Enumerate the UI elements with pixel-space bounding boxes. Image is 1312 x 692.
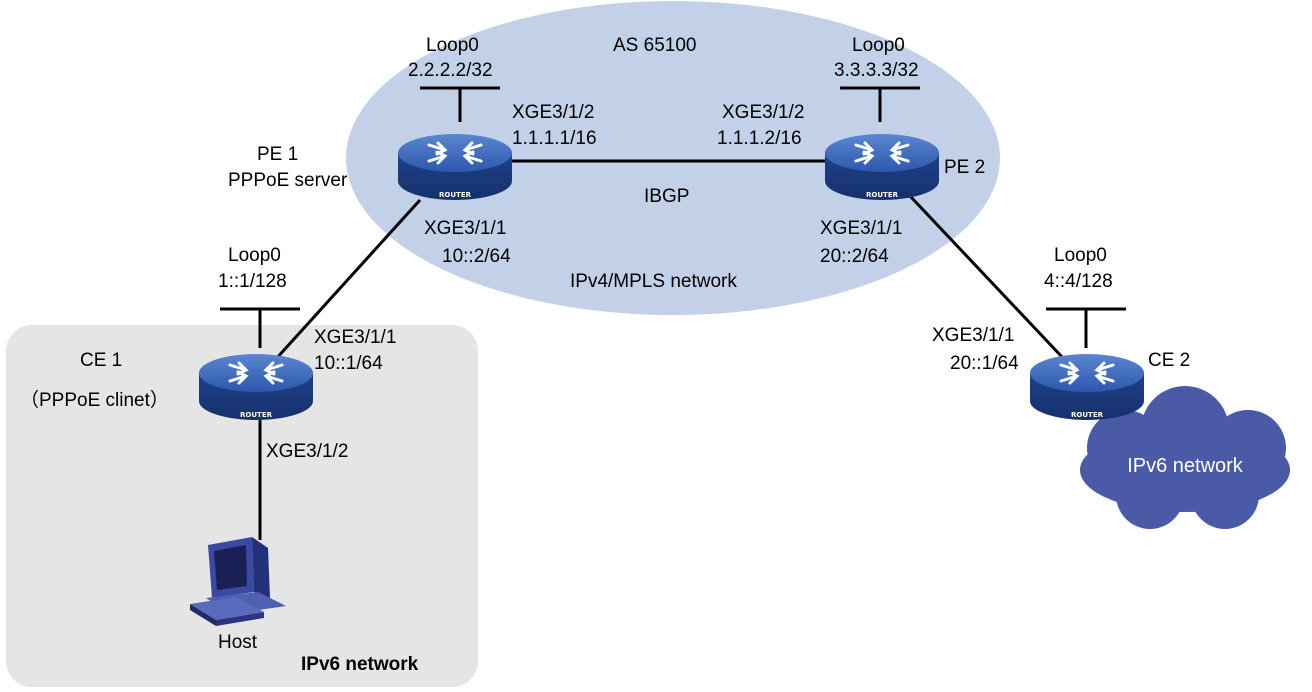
- router-badge: ROUTER: [1071, 411, 1104, 419]
- link-pe2-ce2: [908, 194, 1065, 360]
- host-label: Host: [218, 632, 258, 653]
- host-pc-icon: [190, 537, 286, 626]
- router-icon-ce2: ROUTER: [1028, 352, 1146, 422]
- ce1-role: （PPPoE clinet）: [20, 389, 169, 411]
- ce1-loop-addr: 1::1/128: [218, 271, 287, 292]
- router-icon-pe1: ROUTER: [396, 132, 514, 202]
- pe2-ip-to-pe1: 1.1.1.2/16: [717, 128, 802, 149]
- router-badge: ROUTER: [866, 191, 899, 199]
- cloud-label: IPv6 network: [1127, 455, 1244, 477]
- pe2-loop-addr: 3.3.3.3/32: [834, 60, 919, 81]
- ce1-if-to-host: XGE3/1/2: [266, 441, 348, 462]
- router-icon-pe2: ROUTER: [823, 132, 941, 202]
- loopback-stub-pe1: [420, 86, 500, 122]
- link-pe1-ce1: [273, 198, 422, 362]
- ce2-loop-addr: 4::4/128: [1044, 271, 1113, 292]
- pe1-ip-to-pe2: 1.1.1.1/16: [512, 128, 597, 149]
- ce1-if-to-pe1: XGE3/1/1: [314, 327, 396, 348]
- pe2-loop-label: Loop0: [852, 35, 905, 56]
- site1-network-label: IPv6 network: [301, 654, 419, 675]
- as-label: AS 65100: [613, 35, 696, 56]
- pe1-loop-addr: 2.2.2.2/32: [408, 60, 493, 81]
- pe1-if-to-pe2: XGE3/1/2: [512, 102, 594, 123]
- ce2-ip-to-pe2: 20::1/64: [950, 353, 1019, 374]
- router-badge: ROUTER: [240, 411, 273, 419]
- ipv6-network-cloud: [1080, 386, 1290, 529]
- ce1-ip-to-pe1: 10::1/64: [314, 353, 383, 374]
- pe1-name: PE 1: [257, 144, 298, 165]
- loopback-stub-ce2: [1046, 307, 1126, 348]
- loopback-stub-pe2: [840, 86, 920, 122]
- pe2-if-to-pe1: XGE3/1/2: [722, 102, 804, 123]
- ce1-loop-label: Loop0: [228, 245, 281, 266]
- pe2-if-to-ce2: XGE3/1/1: [820, 218, 902, 239]
- ce1-name: CE 1: [80, 350, 122, 371]
- as-area: [346, 1, 1000, 315]
- pe1-if-to-ce1: XGE3/1/1: [424, 218, 506, 239]
- ce2-loop-label: Loop0: [1054, 245, 1107, 266]
- router-badge: ROUTER: [439, 191, 472, 199]
- pe2-ip-to-ce2: 20::2/64: [820, 246, 889, 267]
- ce2-name: CE 2: [1148, 350, 1190, 371]
- pe1-role: PPPoE server: [228, 170, 348, 191]
- pe1-ip-to-ce1: 10::2/64: [442, 246, 511, 267]
- core-network-label: IPv4/MPLS network: [570, 271, 737, 292]
- loopback-stub-ce1: [220, 307, 300, 348]
- pe2-name: PE 2: [944, 157, 985, 178]
- router-icon-ce1: ROUTER: [197, 352, 315, 422]
- site1-area: [6, 325, 478, 687]
- ce2-if-to-pe2: XGE3/1/1: [932, 325, 1014, 346]
- ibgp-label: IBGP: [644, 186, 689, 207]
- pe1-loop-label: Loop0: [426, 35, 479, 56]
